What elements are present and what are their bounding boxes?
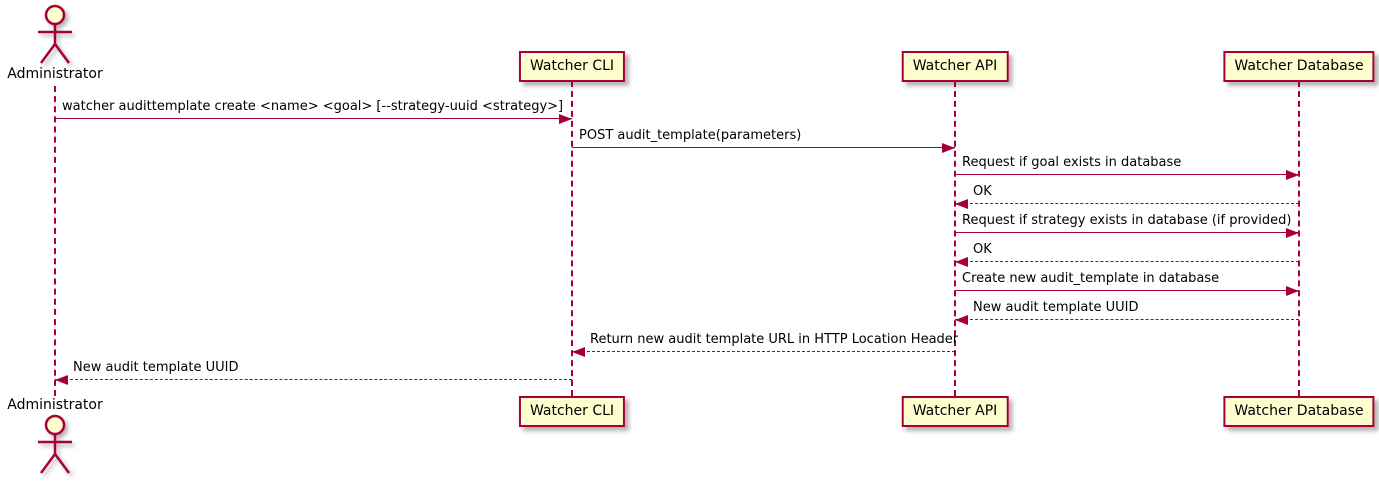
message-label: watcher audittemplate create <name> <goa…	[62, 99, 564, 114]
message-arrowhead-icon	[955, 199, 968, 209]
message-arrowhead-icon	[1286, 170, 1299, 180]
message-label: Request if goal exists in database	[962, 155, 1182, 170]
participant-box-watcher-cli: Watcher CLI	[518, 51, 626, 82]
lifeline-watcher-api	[954, 81, 956, 396]
actor-label: Administrator	[7, 66, 103, 82]
message-arrow-line	[55, 118, 572, 119]
message-label: Create new audit_template in database	[962, 271, 1220, 286]
message-arrowhead-icon	[1286, 286, 1299, 296]
message-label: New audit template UUID	[73, 360, 239, 375]
message-arrowhead-icon	[559, 114, 572, 124]
message-label: POST audit_template(parameters)	[579, 128, 802, 143]
message-label: OK	[973, 184, 992, 199]
message-arrow-line	[955, 203, 1299, 204]
message-arrow-line	[572, 351, 955, 352]
participant-box-watcher-database: Watcher Database	[1223, 51, 1375, 82]
actor-label-bottom: Administrator	[7, 397, 103, 413]
participant-box-watcher-api: Watcher API	[901, 51, 1009, 82]
participant-box-watcher-database-bottom: Watcher Database	[1223, 396, 1375, 427]
message-arrowhead-icon	[55, 375, 68, 385]
message-arrow-line	[955, 290, 1299, 291]
message-label: Return new audit template URL in HTTP Lo…	[590, 332, 959, 347]
message-arrow-line	[572, 147, 955, 148]
message-arrow-line	[55, 379, 572, 380]
message-arrowhead-icon	[572, 347, 585, 357]
actor-icon-bottom	[38, 414, 72, 474]
message-arrow-line	[955, 174, 1299, 175]
lifeline-watcher-database	[1298, 81, 1300, 396]
actor-icon	[38, 4, 72, 64]
participant-box-watcher-cli-bottom: Watcher CLI	[518, 396, 626, 427]
message-arrow-line	[955, 232, 1299, 233]
message-arrowhead-icon	[955, 315, 968, 325]
message-arrow-line	[955, 261, 1299, 262]
message-label: OK	[973, 242, 992, 257]
message-arrow-line	[955, 319, 1299, 320]
lifeline-administrator	[54, 86, 56, 396]
message-label: New audit template UUID	[973, 300, 1139, 315]
lifeline-watcher-cli	[571, 81, 573, 396]
participant-box-watcher-api-bottom: Watcher API	[901, 396, 1009, 427]
message-arrowhead-icon	[942, 143, 955, 153]
message-arrowhead-icon	[1286, 228, 1299, 238]
message-label: Request if strategy exists in database (…	[962, 213, 1292, 228]
message-arrowhead-icon	[955, 257, 968, 267]
